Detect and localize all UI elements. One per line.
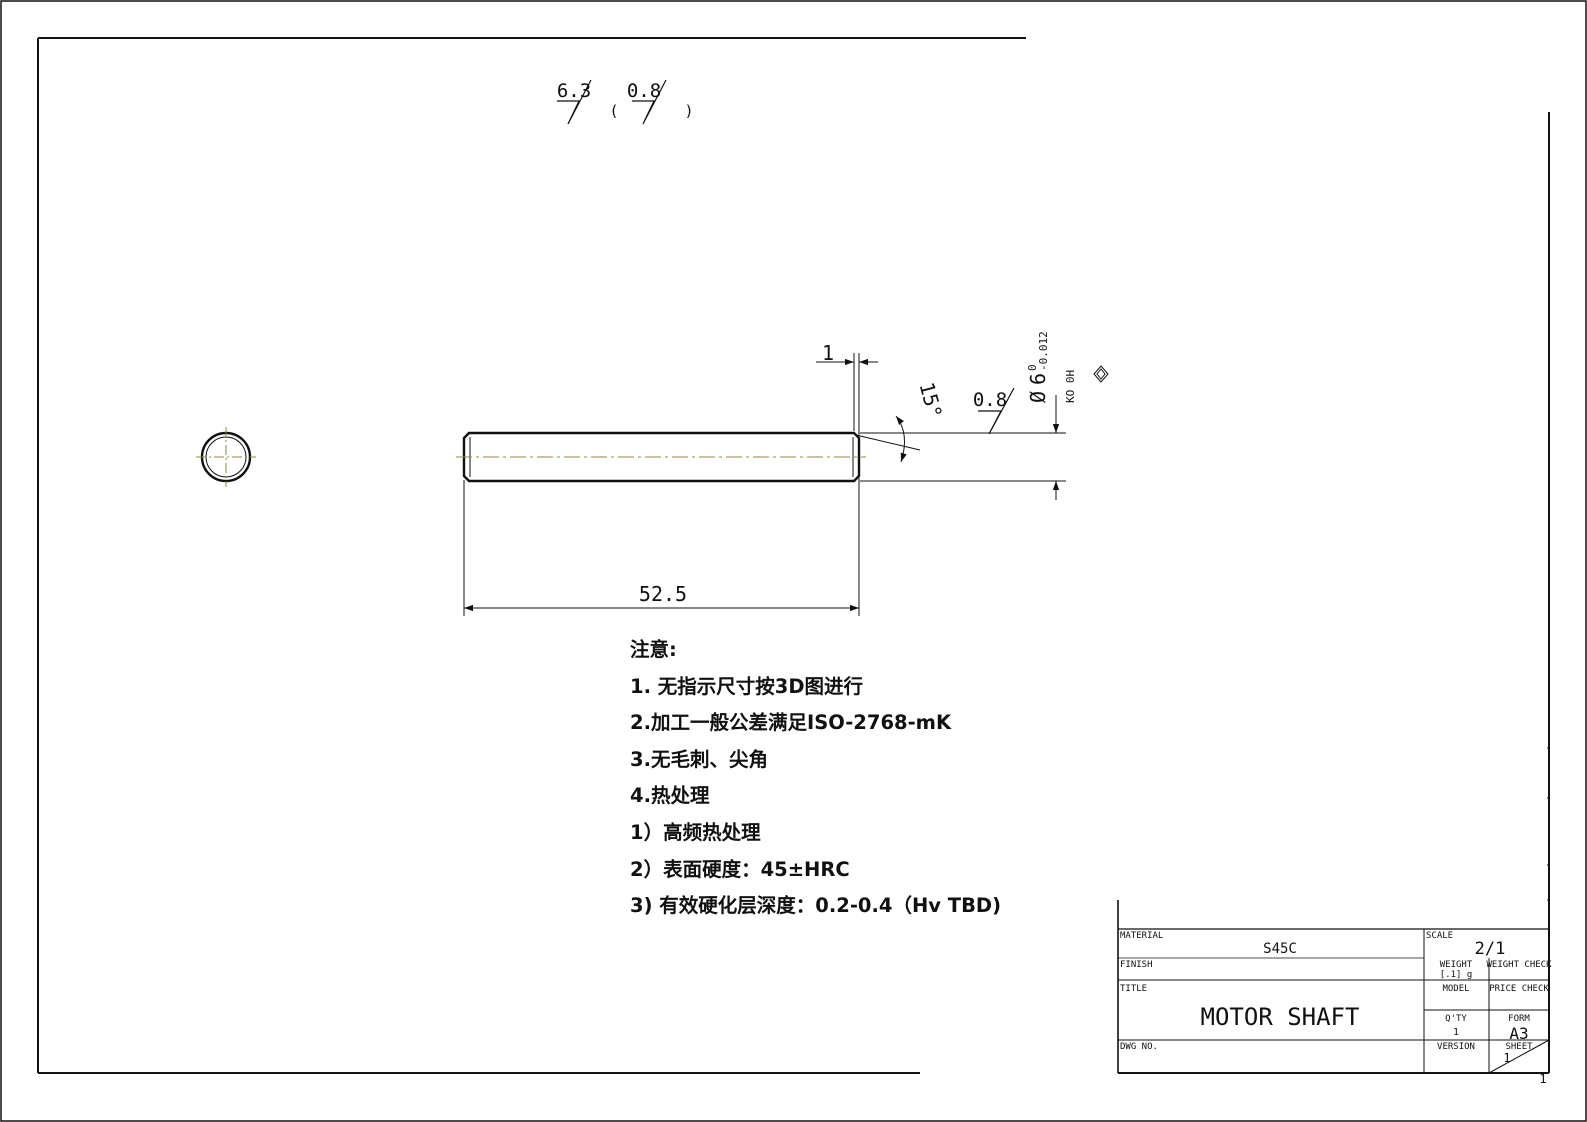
shaft-end-view	[196, 427, 256, 487]
chamfer-width-dimension	[816, 353, 878, 436]
form-label: FORM	[1508, 1014, 1530, 1024]
roughness-open-paren: (	[609, 102, 618, 120]
sheet-label: SHEET	[1505, 1042, 1533, 1052]
qty-value: 1	[1453, 1027, 1459, 1038]
note-line: 3.无毛刺、尖角	[630, 747, 768, 771]
chamfer-angle-value: 15°	[914, 380, 947, 421]
dwg-no-label: DWG NO.	[1120, 1042, 1158, 1052]
roughness-symbol-general	[557, 79, 592, 125]
material-label: MATERIAL	[1120, 931, 1163, 941]
form-value: A3	[1509, 1024, 1528, 1043]
notes-heading: 注意:	[630, 638, 677, 661]
diameter-dimension	[860, 395, 1066, 500]
price-check-label: PRICE CHECK	[1489, 984, 1549, 994]
title-block-text: MATERIAL S45C SCALE 2/1 FINISH WEIGHT [.…	[1120, 931, 1552, 1086]
shaft-side-view	[456, 431, 866, 483]
diameter-label-group: Ø 6 0 -0.012 KO 0H	[1026, 331, 1077, 403]
scale-value: 2/1	[1475, 939, 1506, 959]
model-label: MODEL	[1442, 984, 1469, 994]
diameter-value: 6	[1026, 373, 1050, 385]
material-value: S45C	[1263, 941, 1297, 957]
weight-check-label: WEIGHT CHECK	[1486, 960, 1552, 970]
roughness-symbol-diameter	[978, 387, 1015, 435]
qty-label: Q'TY	[1445, 1014, 1467, 1024]
roughness-value-secondary: 0.8	[627, 80, 661, 102]
diameter-symbol: Ø	[1026, 391, 1050, 403]
length-dimension	[463, 478, 860, 616]
title-block	[1117, 900, 1550, 1074]
sheet-total: 1	[1539, 1072, 1546, 1086]
roughness-close-paren: )	[684, 102, 693, 120]
scale-label: SCALE	[1426, 931, 1453, 941]
length-dimension-value: 52.5	[639, 582, 687, 606]
version-label: VERSION	[1437, 1042, 1475, 1052]
inspection-diamond-icon	[1093, 365, 1109, 383]
drawing-frame	[37, 37, 1550, 1074]
note-line: 1. 无指示尺寸按3D图进行	[630, 674, 864, 698]
diameter-tolerance-upper: 0	[1026, 364, 1039, 371]
note-line: 1）高频热处理	[630, 820, 761, 844]
chamfer-width-value: 1	[822, 341, 834, 365]
roughness-value-general: 6.3	[557, 80, 591, 102]
drawing-title: MOTOR SHAFT	[1201, 1003, 1360, 1031]
sheet-value: 1	[1503, 1051, 1510, 1065]
weight-label: WEIGHT	[1440, 960, 1473, 970]
diameter-tolerance-lower: -0.012	[1037, 331, 1050, 371]
finish-label: FINISH	[1120, 960, 1153, 970]
note-line: 4.热处理	[630, 784, 710, 808]
chamfer-angle-dimension	[855, 415, 921, 463]
roughness-symbol-secondary	[632, 79, 667, 125]
technical-notes: 注意: 1. 无指示尺寸按3D图进行 2.加工一般公差满足ISO-2768-mK…	[630, 636, 1001, 929]
note-line: 3) 有效硬化层深度：0.2-0.4（Hv TBD)	[630, 894, 1002, 918]
weight-value: [.1] g	[1440, 970, 1473, 980]
frame-ticks	[1547, 747, 1549, 901]
general-surface-finish: 6.3 ( 0.8 )	[557, 79, 694, 125]
note-line: 2.加工一般公差满足ISO-2768-mK	[630, 711, 952, 735]
note-line: 2）表面硬度：45±HRC	[630, 857, 850, 881]
diameter-tolerance-note: KO 0H	[1064, 370, 1077, 403]
title-label: TITLE	[1120, 984, 1147, 994]
roughness-value-diameter: 0.8	[973, 389, 1007, 411]
